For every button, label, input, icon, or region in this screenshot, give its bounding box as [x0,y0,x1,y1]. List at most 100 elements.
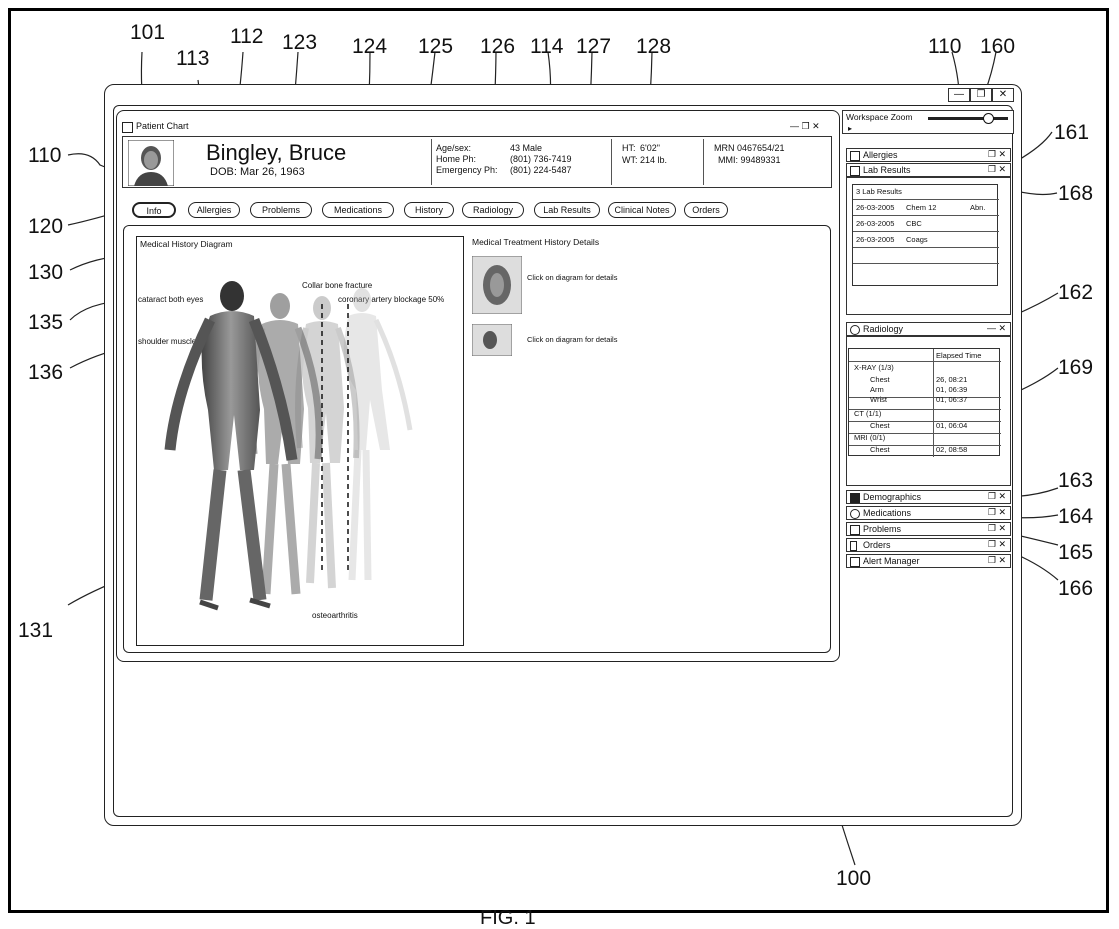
home-ph-value: (801) 736-7419 [510,154,572,164]
lab-row-1-test[interactable]: Chem 12 [906,203,937,212]
refnum-136: 136 [28,361,64,384]
panel-medications-title: Medications [863,508,912,518]
lab-row-2-date[interactable]: 26-03-2005 [856,219,895,228]
panel-medications[interactable]: Medications ❐ ✕ [846,506,1011,520]
panel-alert-manager-buttons[interactable]: ❐ ✕ [987,555,1006,565]
zoom-play-icon[interactable]: ▸ [848,124,853,133]
refnum-112: 112 [230,25,264,48]
panel-allergies[interactable]: Allergies ❐ ✕ [846,148,1011,162]
rad-row-4-label[interactable]: Wrist [870,395,887,404]
tab-history[interactable]: History [404,202,454,218]
panel-demographics-buttons[interactable]: ❐ ✕ [987,491,1006,501]
lab-results-table [852,184,999,286]
rad-row-8-label[interactable]: Chest [870,445,890,454]
treatment-item-2[interactable]: Click on diagram for details [527,335,618,344]
radiology-table [848,348,1001,457]
annotation-coronary: coronary artery blockage 50% [338,295,445,304]
figure-caption: FIG. 1 [480,907,536,929]
workspace-close-button[interactable]: ✕ [992,88,1014,102]
tab-allergies[interactable]: Allergies [188,202,240,218]
figure-nervous-system [343,288,413,581]
refnum-114: 114 [530,35,564,58]
wt-label: WT: [622,155,638,165]
workspace-restore-button[interactable]: ❐ [970,88,992,102]
refnum-120: 120 [28,215,64,238]
patient-header [122,136,832,188]
panel-allergies-buttons[interactable]: ❐ ✕ [987,149,1006,159]
panel-lab-results[interactable]: Lab Results ❐ ✕ [846,163,1011,177]
orders-icon [850,541,857,551]
refnum-130: 130 [28,261,64,284]
refnum-166: 166 [1058,577,1094,600]
tab-info[interactable]: Info [132,202,176,218]
refnum-127: 127 [576,35,612,58]
tab-orders[interactable]: Orders [684,202,728,218]
tab-medications[interactable]: Medications [322,202,394,218]
workspace-zoom-thumb[interactable] [983,113,994,124]
demographics-icon [850,493,860,503]
panel-alert-manager[interactable]: Alert Manager ❐ ✕ [846,554,1011,568]
annotation-cataract: cataract both eyes [138,295,204,304]
refnum-126: 126 [480,35,516,58]
tab-radiology[interactable]: Radiology [462,202,524,218]
panel-orders[interactable]: Orders ❐ ✕ [846,538,1011,552]
anatomy-figures[interactable] [150,270,440,630]
lab-row-1-date[interactable]: 26-03-2005 [856,203,895,212]
problems-icon [850,525,860,535]
figure-border [8,8,1109,913]
patient-dob: DOB: Mar 26, 1963 [210,166,305,178]
tab-clinical-notes[interactable]: Clinical Notes [608,202,676,218]
panel-lab-results-buttons[interactable]: ❐ ✕ [987,164,1006,174]
lab-results-icon [850,166,860,176]
figure-muscular-system [164,281,298,611]
treatment-thumbnail-2[interactable] [472,324,512,356]
refnum-168: 168 [1058,182,1094,205]
refnum-169: 169 [1058,356,1094,379]
tab-problems[interactable]: Problems [250,202,312,218]
medications-icon [850,509,860,519]
refnum-135: 135 [28,311,64,334]
refnum-165: 165 [1058,541,1094,564]
chart-window-buttons[interactable]: — ❐ ✕ [790,121,820,131]
rad-row-3-label[interactable]: Arm [870,385,884,394]
lab-row-3-date[interactable]: 26-03-2005 [856,235,895,244]
panel-problems-title: Problems [863,524,902,534]
panel-orders-buttons[interactable]: ❐ ✕ [987,539,1006,549]
refnum-160: 160 [980,35,1016,58]
refnum-110-top: 110 [928,35,962,58]
lab-row-3-test[interactable]: Coags [906,235,928,244]
refnum-162: 162 [1058,281,1094,304]
panel-alert-manager-title: Alert Manager [863,556,920,566]
ht-label: HT: [622,143,636,153]
panel-radiology-buttons[interactable]: — ✕ [986,323,1006,333]
rad-row-5-label: CT (1/1) [854,409,882,418]
panel-problems[interactable]: Problems ❐ ✕ [846,522,1011,536]
treatment-item-1[interactable]: Click on diagram for details [527,273,618,282]
rad-row-7-label: MRI (0/1) [854,433,886,442]
annotation-collar-bone: Collar bone fracture [302,281,373,290]
workspace-zoom-slider[interactable] [928,117,1008,120]
refnum-128: 128 [636,35,672,58]
rad-row-2-time: 26, 08:21 [936,375,968,384]
wt-value: 214 lb. [640,155,668,165]
panel-problems-buttons[interactable]: ❐ ✕ [987,523,1006,533]
refnum-164: 164 [1058,505,1094,528]
refnum-123: 123 [282,31,318,54]
panel-lab-results-title: Lab Results [863,165,911,175]
rad-row-6-label[interactable]: Chest [870,421,890,430]
emergency-ph-label: Emergency Ph: [436,165,498,175]
treatment-title: Medical Treatment History Details [472,237,600,247]
workspace-minimize-button[interactable]: — [948,88,970,102]
refnum-161: 161 [1054,121,1090,144]
panel-medications-buttons[interactable]: ❐ ✕ [987,507,1006,517]
emergency-ph-value: (801) 224-5487 [510,165,572,175]
ht-value: 6'02" [640,143,660,153]
panel-radiology[interactable]: Radiology — ✕ [846,322,1011,336]
tab-lab-results[interactable]: Lab Results [534,202,600,218]
rad-row-2-label[interactable]: Chest [870,375,890,384]
panel-allergies-title: Allergies [863,150,898,160]
panel-demographics[interactable]: Demographics ❐ ✕ [846,490,1011,504]
treatment-thumbnail-1[interactable] [472,256,522,314]
lab-row-2-test[interactable]: CBC [906,219,922,228]
chart-title: Patient Chart [136,121,189,131]
